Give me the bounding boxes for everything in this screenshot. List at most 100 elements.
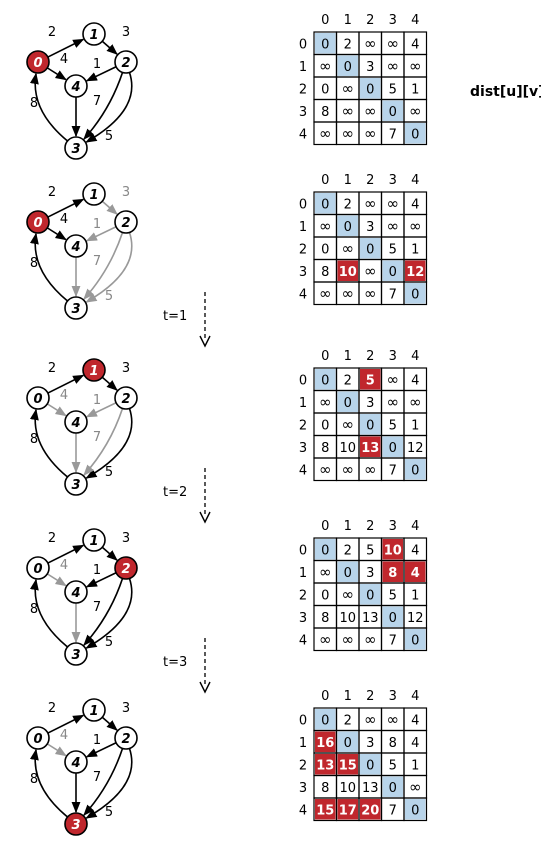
matrix-column-header: 2 xyxy=(366,13,374,28)
graph-edge xyxy=(85,748,133,819)
matrix-cell-value: 4 xyxy=(411,566,420,581)
step-label: t=2 xyxy=(163,485,187,500)
edge-weight-label: 4 xyxy=(60,728,68,743)
matrix-column-header: 3 xyxy=(389,689,397,704)
matrix-cell-value: 1 xyxy=(411,242,419,257)
matrix-cell-value: 1 xyxy=(411,418,419,433)
edge-weight-label: 8 xyxy=(30,432,38,447)
edge-weight-label: 5 xyxy=(105,635,113,650)
edge-weight-label: 7 xyxy=(93,770,101,785)
matrix-cell-value: ∞ xyxy=(342,460,355,478)
step-arrow-head xyxy=(199,335,211,348)
matrix-cell-bg xyxy=(382,459,403,480)
matrix-cell-value: 4 xyxy=(411,197,419,212)
matrix-column-header: 3 xyxy=(389,173,397,188)
matrix-row-header: 2 xyxy=(299,758,307,773)
matrix-cell-value: 10 xyxy=(384,543,402,558)
matrix-column-header: 0 xyxy=(321,519,329,534)
matrix-row-header: 3 xyxy=(299,781,307,796)
graph-edge xyxy=(29,578,69,648)
graph-node xyxy=(114,726,138,750)
matrix-cell-bg xyxy=(382,606,403,627)
matrix-cell-value: 4 xyxy=(411,713,419,728)
graph-edge xyxy=(85,66,117,82)
graph-edge xyxy=(46,67,67,81)
matrix-cell-bg xyxy=(337,459,358,480)
graph-node-label: 0 xyxy=(33,562,42,577)
matrix-cell-value: 5 xyxy=(366,543,374,558)
matrix-cell-bg xyxy=(360,754,381,775)
graph-node-label: 2 xyxy=(121,732,130,747)
matrix-cell-bg xyxy=(360,459,381,480)
matrix-cell-value: 15 xyxy=(316,803,334,818)
edge-weight-label: 8 xyxy=(30,602,38,617)
edge-weight-label: 4 xyxy=(60,52,68,67)
graph-node-label: 4 xyxy=(70,240,80,255)
matrix-cell-value: ∞ xyxy=(409,393,422,411)
graph-node-label: 0 xyxy=(33,392,42,407)
matrix-cell-value: 5 xyxy=(389,242,397,257)
edge-weight-label: 5 xyxy=(105,465,113,480)
matrix-cell-bg xyxy=(315,731,336,752)
graph-node-label: 4 xyxy=(70,756,80,771)
matrix-cell-value: 1 xyxy=(411,758,419,773)
edge-weight-label: 4 xyxy=(60,212,68,227)
matrix-row-header: 1 xyxy=(299,736,307,751)
matrix-cell-value: 8 xyxy=(321,441,329,456)
matrix-cell-value: 0 xyxy=(344,566,352,581)
matrix-cell-value: ∞ xyxy=(364,710,377,728)
matrix-cell-value: 4 xyxy=(411,736,419,751)
matrix-cell-bg xyxy=(337,754,358,775)
matrix-cell-bg xyxy=(405,629,426,650)
matrix-cell-value: 13 xyxy=(362,781,379,796)
graph-node-label: 0 xyxy=(33,216,42,231)
edge-weight-label: 4 xyxy=(60,558,68,573)
matrix-cell-bg xyxy=(382,561,403,582)
matrix-cell-bg xyxy=(315,776,336,797)
graph-edge xyxy=(85,226,117,242)
graph-edge xyxy=(101,376,118,391)
matrix-cell-bg xyxy=(360,78,381,99)
matrix-cell-value: ∞ xyxy=(364,102,377,120)
matrix-cell-bg xyxy=(315,561,336,582)
matrix-cell-bg xyxy=(360,33,381,54)
matrix-cell-bg xyxy=(382,238,403,259)
graph-node xyxy=(64,750,88,774)
matrix-cell-value: 12 xyxy=(406,265,424,280)
graph-node xyxy=(64,136,88,160)
matrix-cell-bg xyxy=(382,193,403,214)
graph-edge xyxy=(46,573,67,587)
matrix-cell-value: ∞ xyxy=(342,585,355,603)
graph-node-label: 1 xyxy=(89,188,98,203)
step-label: t=1 xyxy=(163,309,187,324)
matrix-cell-value: ∞ xyxy=(364,460,377,478)
matrix-cell-bg xyxy=(315,33,336,54)
matrix-cell-value: 0 xyxy=(411,633,419,648)
matrix-cell-bg xyxy=(315,799,336,820)
matrix-cell-bg xyxy=(382,799,403,820)
matrix-row-header: 1 xyxy=(299,60,307,75)
matrix-cell-value: 0 xyxy=(366,82,374,97)
matrix-cell-value: 0 xyxy=(366,242,374,257)
matrix-cell-bg xyxy=(360,260,381,281)
matrix-cell-bg xyxy=(360,776,381,797)
matrix-cell-bg xyxy=(315,436,336,457)
matrix-column-header: 1 xyxy=(344,173,352,188)
matrix-cell-value: ∞ xyxy=(319,630,332,648)
matrix-cell-bg xyxy=(405,561,426,582)
matrix-cell-value: 3 xyxy=(366,60,374,75)
graph-edge xyxy=(101,716,118,731)
graph-edge xyxy=(29,232,69,302)
matrix-cell-bg xyxy=(360,100,381,121)
matrix-cell-bg xyxy=(360,539,381,560)
matrix-column-header: 1 xyxy=(344,519,352,534)
matrix-cell-value: 2 xyxy=(344,543,352,558)
matrix-row-header: 3 xyxy=(299,105,307,120)
matrix-cell-bg xyxy=(360,238,381,259)
matrix-cell-bg xyxy=(405,731,426,752)
matrix-cell-value: 1 xyxy=(411,82,419,97)
matrix-cell-value: 5 xyxy=(389,758,397,773)
matrix-cell-bg xyxy=(405,754,426,775)
